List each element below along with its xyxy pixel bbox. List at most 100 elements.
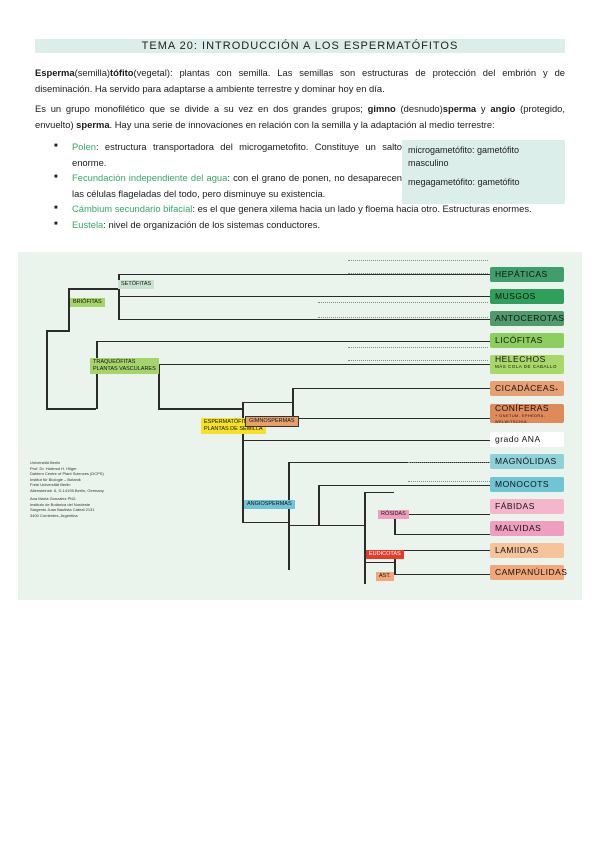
tree-branch	[46, 408, 96, 410]
tree-branch	[292, 388, 490, 389]
tree-branch	[394, 514, 396, 534]
tree-branch	[96, 341, 98, 409]
gametophyte-note-box: microgametófito: gametófito masculino me…	[402, 140, 565, 204]
tree-branch	[318, 485, 490, 486]
credit-line: Universität Berlin	[30, 460, 61, 465]
clade-traqueofitas-sub: Plantas Vasculares	[93, 366, 156, 372]
taxon-coniferas-sub: + Gnetum, Ephedra, Welwitschia	[495, 414, 546, 424]
tree-branch	[68, 288, 70, 332]
tree-branch	[158, 364, 160, 409]
clade-rosidas: Rósidas	[378, 510, 409, 519]
clade-espermatofitos-label: Espermatófitos	[204, 419, 255, 425]
clade-traqueofitas-label: Traqueófitas	[93, 359, 136, 365]
innovation-list: Polen: estructura transportadora del mic…	[54, 139, 565, 233]
term-esperma-paren: (semilla)	[74, 67, 111, 78]
tree-branch	[288, 462, 290, 570]
taxon-coniferas-label: Coníferas	[495, 403, 550, 413]
group-and: y	[476, 103, 491, 114]
tree-branch	[364, 492, 394, 493]
term-angio: angio	[490, 103, 516, 114]
trait-annotation	[348, 347, 488, 361]
tree-branch	[288, 525, 364, 526]
tree-branch	[364, 492, 366, 584]
tree-branch	[292, 388, 294, 418]
trait-annotation	[318, 302, 488, 318]
taxon-helechos-sub: más cola de caballo	[495, 364, 558, 369]
tree-branch	[288, 462, 490, 463]
credit-line: 3400 Corrientes, Argentina	[30, 512, 78, 518]
term-angio-paren: (protegido, envuelto)	[35, 103, 565, 130]
tree-branch	[46, 330, 48, 408]
tree-branch	[318, 485, 320, 525]
tree-branch	[46, 330, 68, 332]
clade-espermatofitos-sub: Plantas de Semilla	[204, 426, 263, 432]
term-esperma: Esperma	[35, 67, 75, 78]
term-gimno: gimno	[367, 103, 396, 114]
tree-branch	[394, 574, 490, 575]
taxon-antocerotas: Antocerotas	[490, 311, 564, 326]
page-title: TEMA 20: INTRODUCCIÓN A LOS ESPERMATÓFIT…	[35, 39, 565, 53]
credit-line: Prof. Dr. Hartmut H. Hilger	[30, 465, 77, 471]
tree-branch	[364, 562, 394, 563]
clade-gimnospermas: Gimnospermas	[245, 416, 299, 427]
tree-branch	[68, 288, 118, 290]
list-item: Cámbium secundario bifacial: es el que g…	[54, 201, 565, 217]
taxon-fabidas: Fábidas	[490, 499, 564, 514]
bullet-text: : es el que genera xilema hacia un lado …	[192, 203, 532, 214]
clade-setofitas: Setófitas	[118, 280, 155, 289]
taxon-lamiidas: Lamiidas	[490, 543, 564, 558]
taxon-magnolidas: Magnólidas	[490, 454, 564, 469]
tree-branch	[394, 550, 490, 551]
clade-eudicotas: Eudicotas	[366, 550, 404, 559]
credit-line: Dahlem Centre of Plant Sciences (DCPS)	[30, 471, 104, 476]
clade-asteridas: Ast.	[376, 572, 394, 581]
tree-branch	[158, 408, 242, 410]
taxon-hepaticas: Hepáticas	[490, 267, 564, 282]
tree-branch	[394, 550, 396, 574]
term-gimno-paren: (desnudo)	[395, 103, 443, 114]
trait-annotation	[348, 260, 488, 274]
tree-branch	[118, 274, 490, 275]
list-item: Fecundación independiente del agua: con …	[54, 170, 402, 201]
taxon-coniferas: Coníferas + Gnetum, Ephedra, Welwitschia	[490, 403, 564, 424]
credit-line: Sargento Juan Bautista Cabral 2131	[30, 507, 95, 512]
phylogeny-figure: Setófitas Briófitas Traqueófitas Plantas…	[18, 252, 582, 600]
taxon-cicadaceas-label: Cicadáceas	[495, 383, 556, 393]
term-tofito-paren: (vegetal)	[133, 67, 170, 78]
tree-branch	[242, 440, 490, 441]
tree-branch	[158, 364, 490, 365]
taxon-monocots: Monocots	[490, 477, 564, 492]
list-item: Polen: estructura transportadora del mic…	[54, 139, 402, 170]
tree-branch	[242, 402, 292, 403]
clade-briofitas: Briófitas	[70, 298, 105, 307]
term-sperma-1: sperma	[442, 103, 477, 114]
bullet-text: : nivel de organización de los sistemas …	[103, 218, 321, 230]
taxon-musgos: Musgos	[490, 289, 564, 304]
tree-branch	[242, 402, 244, 522]
taxon-campanulidas: Campanúlidas	[490, 565, 567, 580]
credit-line: Institut für Biologie – Botanik	[30, 476, 81, 482]
figure-credits: Universität Berlin Prof. Dr. Hartmut H. …	[30, 460, 104, 518]
intro-paragraph: Esperma(semilla)tófito(vegetal): plantas…	[35, 65, 565, 96]
taxon-helechos: Helechos más cola de caballo	[490, 355, 564, 374]
credit-line: Freie Universität Berlin	[30, 482, 71, 487]
bullet-term: Polen	[72, 141, 96, 152]
tree-branch	[292, 418, 490, 419]
tree-branch	[118, 319, 490, 320]
taxon-cicadaceas: Cicadáceas+ Ginkgo	[490, 381, 564, 410]
bullet-text: : con el grano de ponen, no desaparecen …	[72, 172, 402, 199]
taxon-licofitas: Licófitas	[490, 333, 564, 348]
list-item: Eustela: nivel de organización de los si…	[54, 217, 565, 233]
bullet-term: Fecundación independiente del agua	[72, 172, 228, 183]
tree-branch	[394, 514, 490, 515]
trait-annotation	[408, 462, 490, 482]
taxon-malvidas: Malvidas	[490, 521, 564, 536]
term-sperma-2: sperma	[73, 118, 110, 130]
clade-angiospermas: Angiospermas	[244, 500, 295, 509]
tree-branch	[118, 296, 490, 297]
taxon-grado-ana: grado ANA	[490, 432, 564, 447]
tree-branch	[394, 534, 490, 535]
term-tofito: tófito	[110, 67, 134, 78]
group-text-start: Es un grupo monofilético que se divide a…	[35, 103, 368, 114]
bullet-text: : estructura transportadora del microgam…	[72, 141, 402, 168]
